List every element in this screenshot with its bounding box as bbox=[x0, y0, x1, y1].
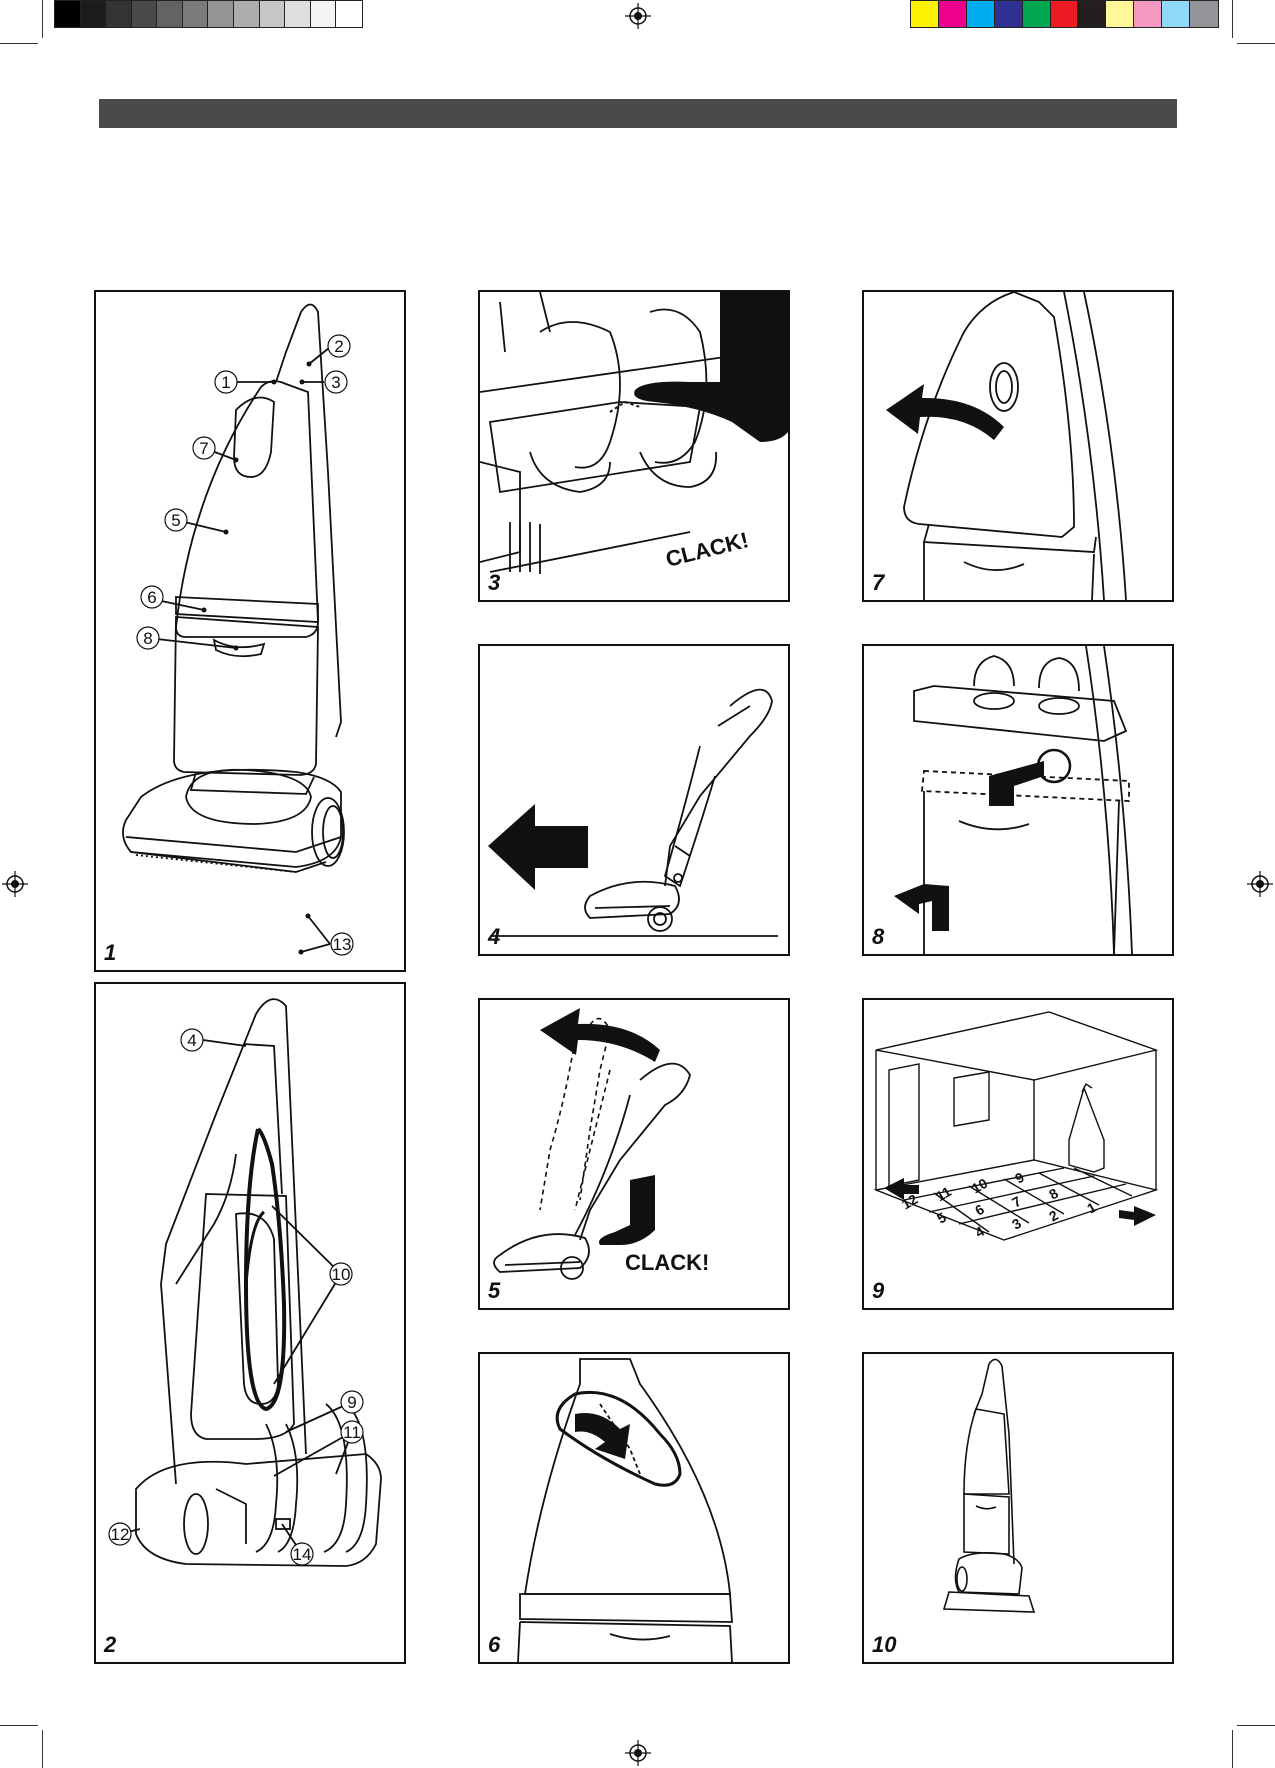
floor-zone-number: 4 bbox=[972, 1223, 987, 1241]
color-swatch bbox=[911, 1, 939, 27]
callout-label: 7 bbox=[199, 439, 208, 458]
crop-mark bbox=[0, 43, 38, 44]
figure-number: 7 bbox=[872, 570, 884, 596]
foot-pedal-illustration: CLACK! bbox=[480, 292, 788, 600]
remove-clean-water-tank-illustration bbox=[864, 292, 1172, 600]
upright-cleaner-front-illustration: 1 2 3 7 5 6 8 13 bbox=[96, 292, 404, 970]
room-cleaning-pattern-illustration: 12 11 10 9 5 6 7 8 4 3 2 1 bbox=[864, 1000, 1172, 1308]
callout-label: 14 bbox=[293, 1545, 312, 1564]
figure-6-panel: 6 bbox=[478, 1352, 790, 1664]
callout-label: 4 bbox=[187, 1031, 196, 1050]
color-bar bbox=[910, 0, 1219, 28]
color-swatch bbox=[1051, 1, 1079, 27]
color-swatch bbox=[55, 1, 81, 27]
floor-zone-number: 3 bbox=[1009, 1215, 1024, 1233]
color-swatch bbox=[208, 1, 234, 27]
color-swatch bbox=[1023, 1, 1051, 27]
tilt-back-illustration bbox=[480, 646, 788, 954]
color-swatch bbox=[285, 1, 311, 27]
color-swatch bbox=[1162, 1, 1190, 27]
callout-label: 11 bbox=[343, 1423, 361, 1442]
stored-cleaner-illustration bbox=[864, 1354, 1172, 1662]
arrow-left-icon bbox=[488, 804, 588, 890]
color-swatch bbox=[132, 1, 158, 27]
arrow-up-icon bbox=[894, 884, 949, 931]
color-swatch bbox=[939, 1, 967, 27]
figure-number: 10 bbox=[872, 1632, 896, 1658]
remove-dirty-water-tank-illustration bbox=[864, 646, 1172, 954]
callout-label: 8 bbox=[143, 629, 152, 648]
figure-10-panel: 10 bbox=[862, 1352, 1174, 1664]
header-bar bbox=[99, 99, 1177, 128]
figure-9-panel: 12 11 10 9 5 6 7 8 4 3 2 1 9 bbox=[862, 998, 1174, 1310]
crop-mark bbox=[1237, 43, 1275, 44]
registration-target-icon bbox=[1247, 871, 1273, 897]
figure-number: 4 bbox=[488, 924, 500, 950]
color-swatch bbox=[967, 1, 995, 27]
floor-zone-number: 6 bbox=[972, 1201, 987, 1219]
callout-label: 10 bbox=[332, 1265, 351, 1284]
floor-zone-number: 1 bbox=[1084, 1199, 1099, 1217]
arrow-left-icon bbox=[1119, 1206, 1156, 1226]
color-swatch bbox=[1134, 1, 1162, 27]
crop-mark bbox=[42, 0, 43, 38]
figure-number: 6 bbox=[488, 1632, 500, 1658]
callout-label: 1 bbox=[221, 373, 230, 392]
crop-mark bbox=[0, 1725, 38, 1726]
figure-2-panel: 4 10 9 11 12 14 2 bbox=[94, 982, 406, 1664]
figure-number: 3 bbox=[488, 570, 500, 596]
registration-target-icon bbox=[625, 3, 651, 29]
registration-target-icon bbox=[625, 1740, 651, 1766]
color-swatch bbox=[234, 1, 260, 27]
crop-mark bbox=[1232, 0, 1233, 38]
figure-5-panel: CLACK! 5 bbox=[478, 998, 790, 1310]
color-swatch bbox=[81, 1, 107, 27]
color-swatch bbox=[157, 1, 183, 27]
color-swatch bbox=[260, 1, 286, 27]
color-swatch bbox=[995, 1, 1023, 27]
figure-number: 1 bbox=[104, 940, 116, 966]
figure-3-panel: CLACK! 3 bbox=[478, 290, 790, 602]
callout-label: 5 bbox=[171, 511, 180, 530]
figure-number: 5 bbox=[488, 1278, 500, 1304]
open-top-cover-illustration bbox=[480, 1354, 788, 1662]
crop-mark bbox=[42, 1730, 43, 1768]
color-swatch bbox=[1106, 1, 1134, 27]
color-swatch bbox=[183, 1, 209, 27]
upright-cleaner-rear-illustration: 4 10 9 11 12 14 bbox=[96, 984, 404, 1662]
callout-label: 6 bbox=[147, 588, 156, 607]
callout-label: 9 bbox=[347, 1393, 356, 1412]
callout-label: 2 bbox=[334, 337, 343, 356]
figure-number: 2 bbox=[104, 1632, 116, 1658]
crop-mark bbox=[1232, 1730, 1233, 1768]
release-handle-illustration: CLACK! bbox=[480, 1000, 788, 1308]
callout-label: 13 bbox=[333, 935, 352, 954]
callout-label: 12 bbox=[111, 1525, 130, 1544]
registration-target-icon bbox=[2, 871, 28, 897]
clack-caption: CLACK! bbox=[625, 1250, 709, 1275]
figure-number: 9 bbox=[872, 1278, 884, 1304]
floor-zone-number: 11 bbox=[933, 1183, 954, 1204]
arrow-curved-icon bbox=[886, 384, 1004, 440]
color-swatch bbox=[106, 1, 132, 27]
figure-1-panel: 1 2 3 7 5 6 8 13 1 bbox=[94, 290, 406, 972]
color-swatch bbox=[336, 1, 362, 27]
figure-7-panel: 7 bbox=[862, 290, 1174, 602]
figure-number: 8 bbox=[872, 924, 884, 950]
floor-zone-number: 10 bbox=[969, 1175, 991, 1197]
color-swatch bbox=[311, 1, 337, 27]
floor-zone-number: 7 bbox=[1009, 1193, 1024, 1211]
figure-8-panel: 8 bbox=[862, 644, 1174, 956]
crop-mark bbox=[1237, 1725, 1275, 1726]
arrow-curved-icon bbox=[575, 1413, 630, 1459]
figure-4-panel: 4 bbox=[478, 644, 790, 956]
arrow-curved-icon bbox=[540, 1008, 660, 1062]
color-swatch bbox=[1190, 1, 1218, 27]
callout-label: 3 bbox=[331, 373, 340, 392]
grey-scale-bar bbox=[54, 0, 363, 28]
color-swatch bbox=[1078, 1, 1106, 27]
floor-zone-number: 9 bbox=[1012, 1169, 1027, 1187]
